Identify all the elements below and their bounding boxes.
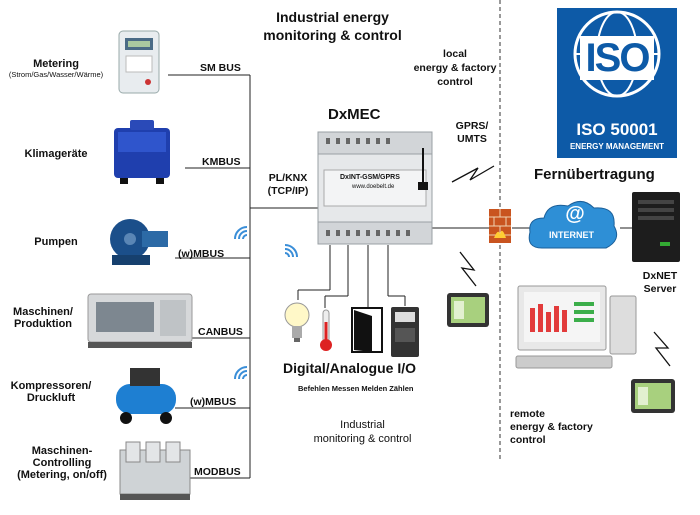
tablet-icon	[446, 292, 490, 328]
thermometer-icon	[318, 308, 334, 352]
io-title: Digital/Analogue I/O	[283, 360, 417, 376]
page-title: Industrial energy monitoring & control	[250, 8, 415, 44]
printing-machine-icon	[118, 438, 192, 502]
title-line-1: Industrial energy	[276, 9, 389, 25]
air-conditioner-icon	[108, 120, 180, 186]
gprs-line-1: GPRS/	[455, 120, 489, 132]
dxmec-device	[316, 130, 434, 246]
io-subtitle: Befehlen Messen Melden Zählen	[298, 384, 414, 393]
dxnet-line-2: Server	[643, 283, 677, 295]
kompressoren-label: Kompressoren/	[10, 380, 92, 392]
remote-line-3: control	[510, 434, 546, 446]
device-klimagerate: Klimageräte	[0, 148, 112, 160]
internet-label: INTERNET	[549, 230, 594, 240]
remote-line-2: energy & factory	[510, 421, 593, 433]
pump-icon	[102, 205, 172, 275]
local-line-1: local	[443, 48, 467, 60]
dxmec-device-name: DxINT-GSM/GPRS	[340, 174, 400, 181]
wireless-icon	[282, 242, 300, 260]
bus-label-modbus: MODBUS	[194, 466, 241, 478]
dxmec-device-url: www.doebelt.de	[352, 184, 395, 190]
bus-label-km: KMBUS	[202, 156, 241, 168]
industrial-label: Industrial monitoring & control	[305, 418, 420, 446]
plknx-label: PL/KNX (TCP/IP)	[256, 172, 320, 198]
local-control-label: local energy & factory control	[410, 47, 500, 89]
bus-label-can: CANBUS	[198, 326, 243, 338]
wireless-icon	[232, 364, 250, 382]
local-line-2: energy & factory	[413, 62, 497, 74]
dxmec-title: DxMEC	[328, 106, 381, 123]
pumpen-label: Pumpen	[34, 236, 78, 248]
compressor-icon	[112, 360, 182, 426]
remote-control-label: remote energy & factory control	[510, 408, 593, 447]
maschinen-label: Maschinen/	[13, 306, 73, 318]
machine-icon	[86, 290, 194, 348]
metering-sublabel: (Strom/Gas/Wasser/Wärme)	[8, 70, 104, 79]
gprs-line-2: UMTS	[457, 133, 487, 145]
tablet-icon	[630, 378, 676, 414]
energy-meter-icon	[390, 306, 420, 358]
bus-label-wmbus-2: (w)MBUS	[190, 396, 237, 408]
bus-label-wmbus-1: (w)MBUS	[178, 248, 225, 260]
firewall-icon	[488, 208, 512, 244]
controlling-label-2: Controlling	[32, 457, 92, 469]
workstation-icon	[514, 282, 644, 374]
industrial-line-1: Industrial	[340, 419, 385, 431]
iso-logo: ISO ISO 50001 ENERGY MANAGEMENT	[557, 8, 677, 158]
plknx-line-1: PL/KNX	[268, 172, 308, 184]
door-icon	[350, 306, 384, 354]
device-maschinen: Maschinen/ Produktion	[0, 306, 86, 330]
druckluft-label: Druckluft	[26, 392, 76, 404]
controlling-label-1: Maschinen-	[31, 445, 93, 457]
fernuebertragung-title: Fernübertragung	[534, 166, 655, 183]
dxnet-server-label: DxNET Server	[632, 270, 688, 296]
dxnet-line-1: DxNET	[642, 270, 678, 282]
produktion-label: Produktion	[13, 318, 73, 330]
wireless-icon	[232, 224, 250, 242]
industrial-line-2: monitoring & control	[313, 433, 412, 445]
remote-line-1: remote	[510, 408, 546, 420]
bus-label-sm: SM BUS	[200, 62, 241, 74]
controlling-label-3: (Metering, on/off)	[17, 469, 107, 481]
title-line-2: monitoring & control	[263, 27, 402, 43]
klima-label: Klimageräte	[24, 148, 88, 160]
local-line-3: control	[437, 76, 473, 88]
metering-label: Metering	[33, 58, 79, 70]
at-symbol-text: @	[565, 203, 585, 225]
at-symbol: @	[560, 203, 590, 226]
plknx-line-2: (TCP/IP)	[267, 185, 309, 197]
iso-logo-text: ISO	[579, 36, 655, 80]
iso-standard: ISO 50001	[576, 120, 658, 139]
internet-cloud-icon	[524, 196, 622, 258]
electricity-meter-icon	[118, 30, 160, 94]
device-metering: Metering (Strom/Gas/Wasser/Wärme)	[0, 58, 112, 79]
gprs-label: GPRS/ UMTS	[444, 120, 500, 146]
device-controlling: Maschinen- Controlling (Metering, on/off…	[0, 445, 124, 481]
device-pumpen: Pumpen	[0, 236, 112, 248]
antenna-icon	[414, 146, 432, 192]
light-bulb-icon	[284, 300, 310, 346]
iso-subtitle: ENERGY MANAGEMENT	[569, 142, 665, 151]
device-kompressoren: Kompressoren/ Druckluft	[0, 380, 102, 404]
server-icon	[630, 190, 682, 264]
